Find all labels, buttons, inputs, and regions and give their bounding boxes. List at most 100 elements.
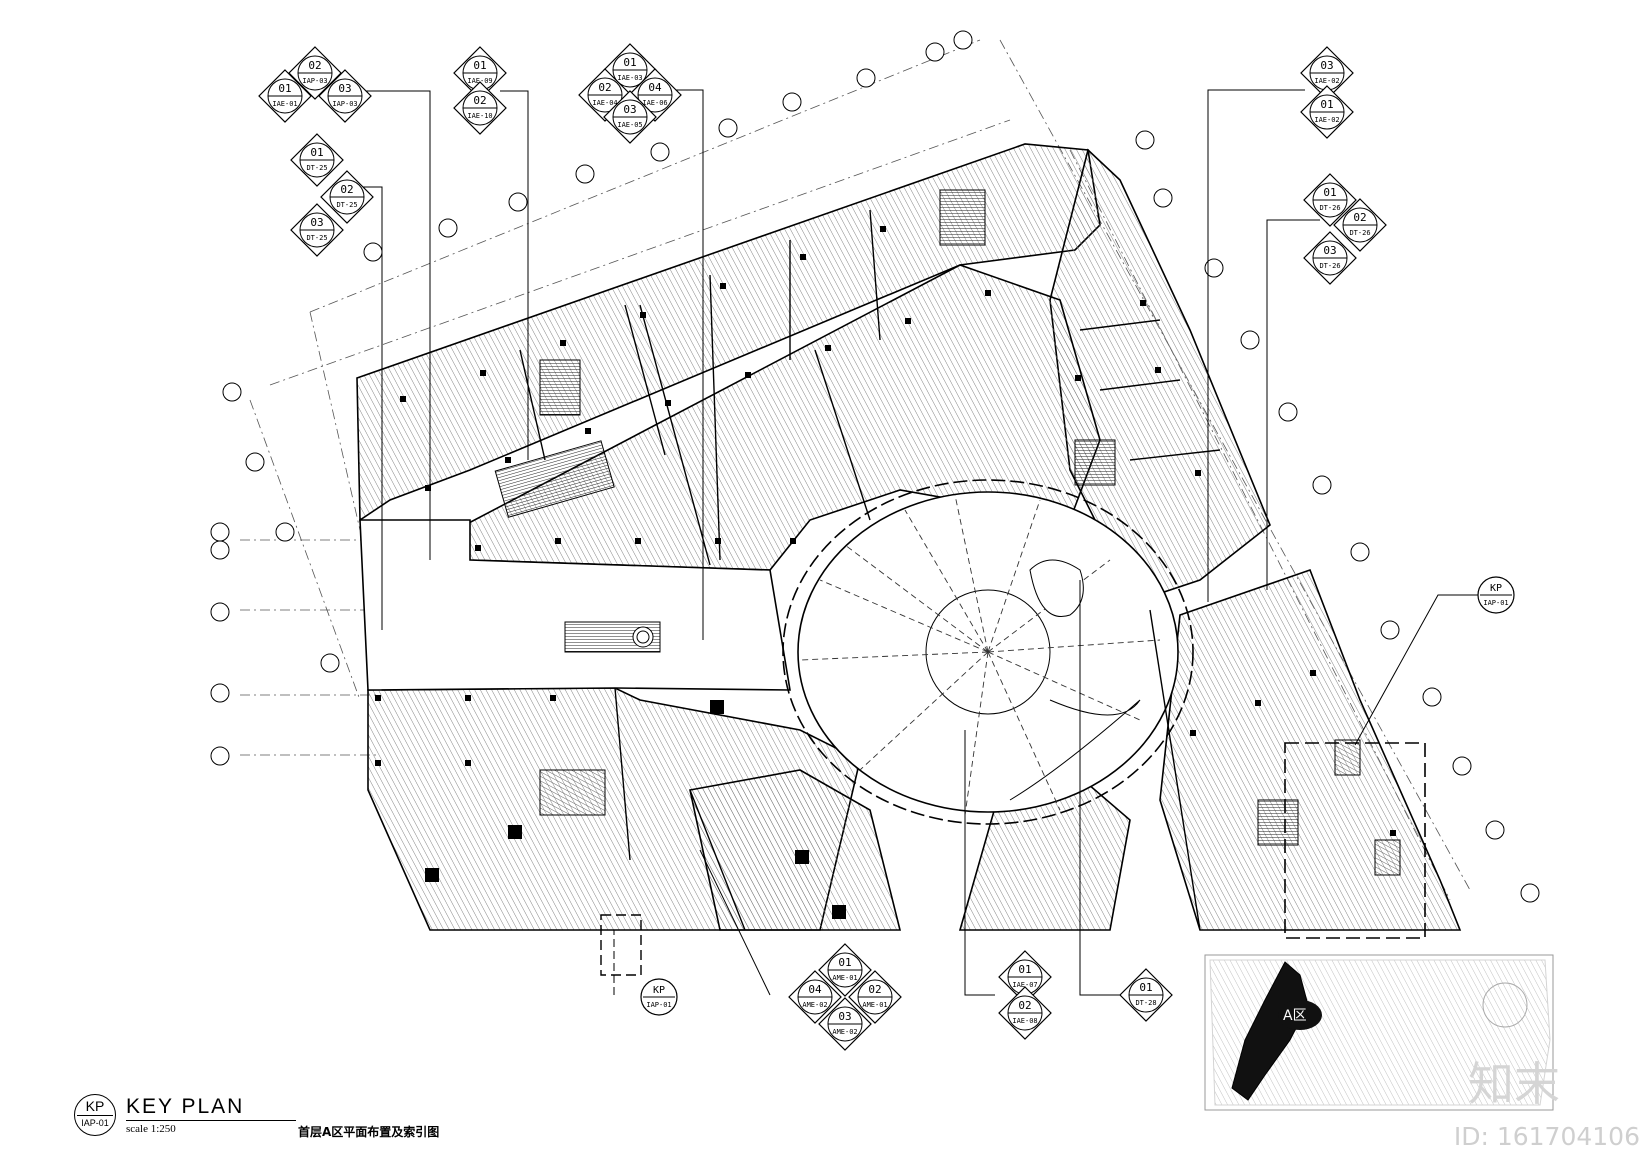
kp-marker-bottom: IAP-01 — [1483, 599, 1508, 607]
zone-label: A区 — [1283, 1008, 1307, 1024]
sheet-number: IAE-01 — [272, 100, 297, 108]
detail-number: 01 — [1139, 981, 1152, 994]
zone-a-highlight — [1231, 961, 1309, 1101]
detail-boundary-lower — [600, 914, 642, 976]
drawing-caption: 首层A区平面布置及索引图 — [298, 1125, 440, 1139]
detail-number: 01 — [1323, 186, 1336, 199]
sheet-number: AME-01 — [862, 1001, 887, 1009]
sheet-number: AME-02 — [832, 1028, 857, 1036]
detail-number: 02 — [340, 183, 353, 196]
sheet-number: IAE-10 — [467, 112, 492, 120]
detail-number: 01 — [278, 82, 291, 95]
kp-marker-top: KP — [653, 985, 665, 996]
sheet-number: IAE-02 — [1314, 116, 1339, 124]
sheet-number: IAE-07 — [1012, 981, 1037, 989]
sheet-number: AME-01 — [832, 974, 857, 982]
leader-lines — [337, 89, 1478, 996]
kp-marker-right: KP IAP-01 — [1477, 576, 1515, 614]
scale-text: scale 1:250 — [126, 1123, 176, 1135]
sheet-number: DT-28 — [1135, 999, 1156, 1007]
sheet-number: IAP-03 — [332, 100, 357, 108]
sheet-number: IAE-06 — [642, 99, 667, 107]
sheet-number: DT-26 — [1349, 229, 1370, 237]
kp-symbol: KP IAP-01 — [74, 1094, 116, 1136]
detail-number: 03 — [1323, 244, 1336, 257]
detail-number: 02 — [1018, 999, 1031, 1012]
title-underline — [126, 1120, 296, 1121]
sheet-number: DT-25 — [306, 164, 327, 172]
sheet-number: IAE-02 — [1314, 77, 1339, 85]
grid-bubbles — [210, 30, 1540, 903]
detail-number: 01 — [838, 956, 851, 969]
sheet-number: DT-25 — [306, 234, 327, 242]
detail-number: 01 — [473, 59, 486, 72]
columns — [375, 226, 1396, 919]
key-plan-thumbnail: A区 — [1204, 954, 1554, 1111]
sheet-number: IAE-04 — [592, 99, 617, 107]
sheet-number: IAE-08 — [1012, 1017, 1037, 1025]
watermark-logo: 知末 — [1468, 1057, 1560, 1111]
kp-symbol-top: KP — [85, 1098, 105, 1114]
key-plan-title: KEY PLAN — [126, 1095, 245, 1118]
detail-number: 02 — [868, 983, 881, 996]
detail-number: 04 — [648, 81, 662, 94]
sheet-number: IAE-03 — [617, 74, 642, 82]
sheet-number: IAP-03 — [302, 77, 327, 85]
detail-number: 01 — [623, 56, 636, 69]
watermark-id: ID: 161704106 — [1453, 1122, 1640, 1151]
detail-number: 03 — [310, 216, 323, 229]
atrium-radials — [799, 494, 1161, 816]
detail-number: 02 — [598, 81, 611, 94]
vertical-circulation — [494, 189, 1401, 876]
title-block: KP IAP-01 KEY PLAN scale 1:250 首层A区平面布置及… — [74, 1094, 534, 1160]
callout-symbols: 02IAP-0301IAE-0103IAP-0301IAE-0902IAE-10… — [258, 43, 1387, 1051]
detail-number: 03 — [623, 103, 636, 116]
sheet-number: IAE-05 — [617, 121, 642, 129]
detail-number: 03 — [338, 82, 351, 95]
detail-number: 02 — [308, 59, 321, 72]
kp-marker-bottom: IAP-01 — [646, 1001, 671, 1009]
detail-number: 01 — [310, 146, 323, 159]
kp-symbol-bottom: IAP-01 — [81, 1118, 109, 1128]
detail-number: 01 — [1018, 963, 1031, 976]
sheet-number: DT-25 — [336, 201, 357, 209]
kp-marker-top: KP — [1490, 583, 1502, 594]
detail-number: 03 — [838, 1010, 851, 1023]
detail-number: 04 — [808, 983, 822, 996]
sheet-number: DT-26 — [1319, 262, 1340, 270]
sheet-number: IAE-09 — [467, 77, 492, 85]
detail-number: 02 — [473, 94, 486, 107]
detail-number: 02 — [1353, 211, 1366, 224]
detail-boundary — [1284, 742, 1426, 939]
sheet-number: AME-02 — [802, 1001, 827, 1009]
detail-number: 01 — [1320, 98, 1333, 111]
shop-partitions — [519, 209, 1221, 931]
